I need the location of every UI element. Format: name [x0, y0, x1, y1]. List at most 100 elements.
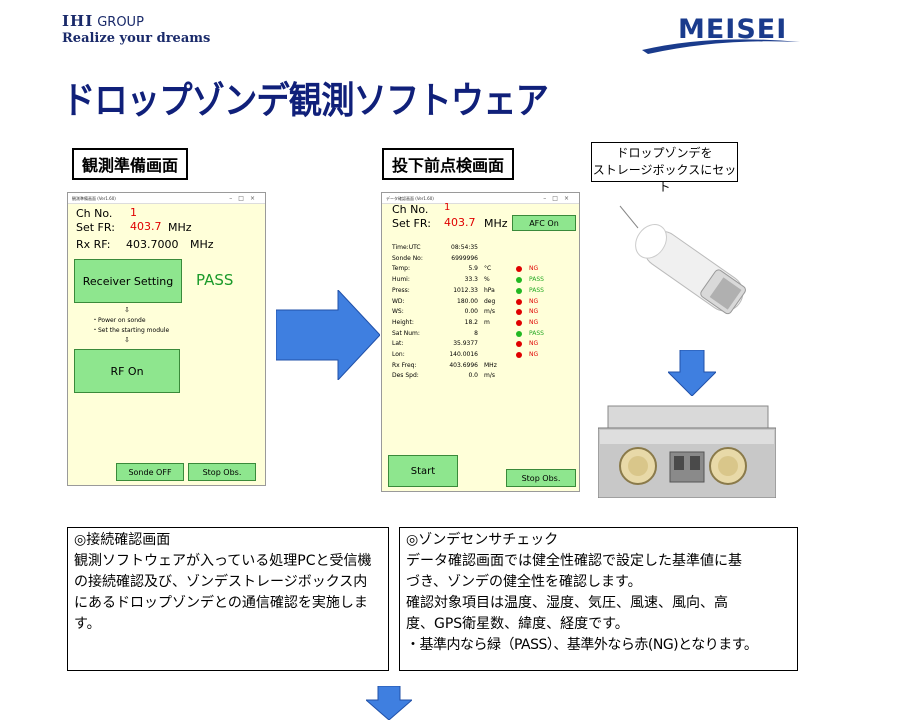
- section-label-predrop: 投下前点検画面: [382, 148, 515, 180]
- row-unit: m: [484, 318, 490, 326]
- predrop-window-titlebar: データ確認画面 (Ver1.60) –□×: [382, 193, 579, 204]
- row-label: Lon:: [392, 351, 405, 358]
- row-unit: MHz: [484, 361, 497, 369]
- ch-value: 1: [444, 202, 451, 213]
- ng-indicator-icon: [516, 352, 522, 358]
- row-status: NG: [529, 351, 539, 358]
- afc-on-button[interactable]: AFC On: [512, 215, 576, 231]
- row-status: PASS: [529, 329, 544, 337]
- sensor-check-box: ◎ゾンデセンサチェック データ確認画面では健全性確認で設定した基準値に基 づき、…: [399, 527, 798, 671]
- window-controls-icon[interactable]: –□×: [543, 195, 575, 202]
- table-row: Time:UTC 08:54:35: [392, 243, 562, 253]
- ihi-name: IHI: [62, 12, 94, 30]
- prep-window: 観測準備画面 (Ver1.60) –□× Ch No. 1 Set FR: 40…: [67, 192, 266, 486]
- row-label: Height:: [392, 318, 414, 326]
- row-label: Press:: [392, 286, 410, 294]
- row-value: 6999996: [451, 254, 478, 262]
- setfr-unit: MHz: [484, 217, 508, 230]
- start-button[interactable]: Start: [388, 455, 458, 487]
- connection-check-line: 観測ソフトウェアが入っている処理PCと受信機: [74, 553, 372, 569]
- section-label-prep: 観測準備画面: [72, 148, 189, 180]
- row-status: NG: [529, 308, 539, 316]
- setfr-value: 403.7: [130, 220, 162, 233]
- pass-indicator-icon: [516, 277, 522, 284]
- predrop-window-title: データ確認画面 (Ver1.60): [386, 196, 434, 201]
- table-row: Temp: 5.9 °C NG: [392, 264, 562, 274]
- setfr-value: 403.7: [444, 216, 476, 229]
- predrop-window: データ確認画面 (Ver1.60) –□× Ch No. 1 Set FR: 4…: [381, 192, 580, 492]
- ch-value: 1: [130, 206, 137, 219]
- rxrf-unit: MHz: [190, 238, 214, 251]
- stop-obs-button[interactable]: Stop Obs.: [188, 463, 256, 481]
- rxrf-value: 403.7000: [126, 238, 179, 251]
- setfr-label: Set FR:: [76, 221, 115, 234]
- sonde-off-button[interactable]: Sonde OFF: [116, 463, 184, 481]
- flow-arrow-icon: ⇩: [124, 336, 130, 344]
- row-value: 08:54:35: [451, 244, 478, 251]
- set-note-line1: ドロップゾンデを: [616, 146, 713, 160]
- down-arrow-icon: [366, 686, 412, 720]
- row-status: NG: [529, 318, 539, 326]
- storage-box-image: [598, 405, 776, 498]
- row-value: 8: [474, 329, 478, 337]
- connection-check-box: ◎接続確認画面 観測ソフトウェアが入っている処理PCと受信機 の接続確認及び、ゾ…: [67, 527, 389, 671]
- row-unit: °C: [484, 265, 492, 273]
- row-label: Temp:: [392, 265, 411, 273]
- row-value: 1012.33: [453, 286, 478, 294]
- meisei-logo: MEISEI: [640, 12, 810, 62]
- ng-indicator-icon: [516, 319, 522, 326]
- ihi-tagline: Realize your dreams: [62, 31, 211, 46]
- connection-check-line: の接続確認及び、ゾンデストレージボックス内: [74, 574, 368, 590]
- row-status: NG: [529, 265, 539, 273]
- rxrf-label: Rx RF:: [76, 238, 111, 251]
- row-value: 5.9: [468, 265, 478, 273]
- receiver-setting-button[interactable]: Receiver Setting: [74, 259, 182, 303]
- ng-indicator-icon: [516, 266, 522, 273]
- row-unit: deg: [484, 297, 496, 305]
- table-row: Sat Num: 8 PASS: [392, 329, 562, 339]
- ng-indicator-icon: [516, 298, 522, 305]
- sensor-check-line: づき、ゾンデの健全性を確認します。: [406, 574, 642, 590]
- page-title: ドロップゾンデ観測ソフトウェア: [62, 79, 549, 122]
- ng-indicator-icon: [516, 341, 522, 348]
- note-starting-module: ・Set the starting module: [92, 327, 170, 334]
- row-label: Rx Freq:: [392, 361, 417, 369]
- row-status: PASS: [529, 286, 544, 294]
- stop-obs-button[interactable]: Stop Obs.: [506, 469, 576, 487]
- row-status: PASS: [529, 276, 544, 284]
- row-unit: hPa: [484, 286, 495, 294]
- row-value: 18.2: [464, 318, 478, 326]
- row-status: NG: [529, 297, 539, 305]
- ng-indicator-icon: [516, 309, 522, 316]
- pass-indicator-icon: [516, 287, 522, 294]
- flow-arrow-icon: ⇩: [124, 306, 130, 314]
- row-value: 0.0: [468, 372, 478, 380]
- sensor-check-line: 確認対象項目は温度、湿度、気圧、風速、風向、高: [406, 595, 728, 611]
- row-value: 35.9377: [453, 340, 478, 348]
- window-controls-icon[interactable]: –□×: [229, 195, 261, 202]
- sensor-check-line: データ確認画面では健全性確認で設定した基準値に基: [406, 553, 742, 569]
- set-note-box: ドロップゾンデを ストレージボックスにセット: [591, 142, 738, 194]
- row-label: Lat:: [392, 340, 404, 348]
- meisei-swoosh-icon: [642, 39, 800, 54]
- rf-on-button[interactable]: RF On: [74, 349, 180, 393]
- right-arrow-icon: [276, 290, 380, 380]
- row-label: Humi:: [392, 276, 410, 284]
- row-label: Sat Num:: [392, 329, 420, 337]
- setfr-label: Set FR:: [392, 217, 431, 230]
- down-arrow-icon: [668, 350, 716, 396]
- row-label: Sonde No:: [392, 254, 423, 262]
- set-note-line2: ストレージボックスにセット: [592, 163, 737, 194]
- connection-check-heading: ◎接続確認画面: [74, 532, 171, 548]
- table-row: Humi:33.3%PASS: [392, 275, 562, 285]
- row-unit: m/s: [484, 372, 495, 380]
- table-row: Height: 18.2 m NG: [392, 318, 562, 328]
- pass-indicator-icon: [516, 330, 522, 337]
- row-label: Time:UTC: [392, 244, 421, 251]
